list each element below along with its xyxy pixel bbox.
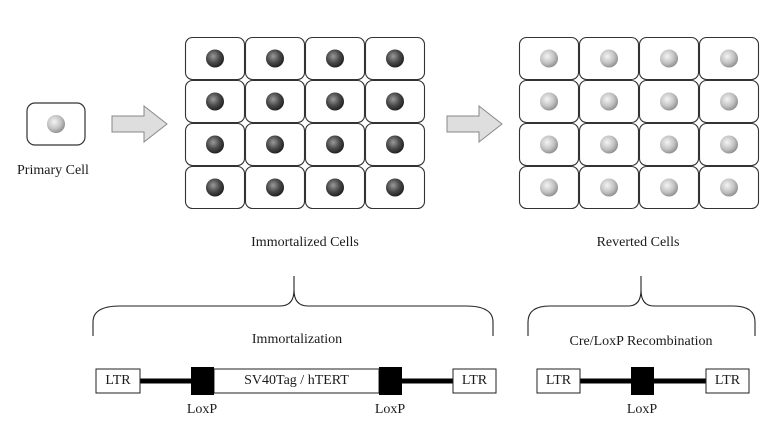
reverted-nucleus	[720, 49, 738, 68]
immortalized-nucleus	[326, 92, 344, 111]
reverted-loxp-label: LoxP	[626, 402, 658, 417]
immortalized-nucleus	[386, 178, 404, 197]
immortalized-cells-label: Immortalized Cells	[251, 235, 359, 250]
immortalized-nucleus	[206, 49, 224, 68]
ltr-right-box-label: LTR	[461, 373, 488, 388]
immortalized-nucleus	[266, 135, 284, 154]
immortalized-nucleus	[206, 178, 224, 197]
primary-cell-label: Primary Cell	[17, 163, 89, 178]
arrow-to-immortalized	[111, 104, 168, 144]
immortalization-brace	[92, 276, 494, 336]
reverted-nucleus	[540, 92, 558, 111]
immortalization-label: Immortalization	[251, 332, 343, 347]
reverted-nucleus	[600, 92, 618, 111]
reverted-nucleus	[540, 135, 558, 154]
immortalized-cells-grid	[184, 36, 426, 210]
recombination-brace	[527, 276, 756, 336]
insert-box-label: SV40Tag / hTERT	[244, 373, 349, 388]
arrow-to-reverted	[446, 104, 503, 144]
reverted-cells-label: Reverted Cells	[596, 235, 680, 250]
loxp-left-label: LoxP	[186, 402, 218, 417]
reverted-nucleus	[600, 135, 618, 154]
immortalized-nucleus	[386, 49, 404, 68]
reverted-nucleus	[660, 135, 678, 154]
reverted-construct	[536, 367, 750, 395]
immortalized-nucleus	[326, 135, 344, 154]
immortalization-construct	[95, 367, 497, 395]
immortalized-nucleus	[326, 178, 344, 197]
immortalized-nucleus	[266, 49, 284, 68]
immortalized-nucleus	[326, 49, 344, 68]
reverted-cells-grid	[518, 36, 760, 210]
reverted-ltr-right-box-label: LTR	[714, 373, 741, 388]
reverted-nucleus	[660, 178, 678, 197]
reverted-nucleus	[540, 178, 558, 197]
recombination-label: Cre/LoxP Recombination	[569, 334, 713, 349]
reverted-nucleus	[600, 49, 618, 68]
immortalized-nucleus	[266, 178, 284, 197]
reverted-nucleus	[540, 49, 558, 68]
immortalized-nucleus	[386, 135, 404, 154]
immortalized-nucleus	[206, 92, 224, 111]
loxp-right-label: LoxP	[374, 402, 406, 417]
immortalized-nucleus	[386, 92, 404, 111]
reverted-nucleus	[720, 135, 738, 154]
reverted-nucleus	[660, 49, 678, 68]
primary-cell	[26, 102, 86, 146]
ltr-left-box-label: LTR	[105, 373, 131, 388]
immortalized-nucleus	[206, 135, 224, 154]
reverted-nucleus	[660, 92, 678, 111]
reverted-ltr-left-box-label: LTR	[545, 373, 572, 388]
reverted-nucleus	[600, 178, 618, 197]
immortalized-nucleus	[266, 92, 284, 111]
reverted-nucleus	[720, 92, 738, 111]
reverted-nucleus	[720, 178, 738, 197]
